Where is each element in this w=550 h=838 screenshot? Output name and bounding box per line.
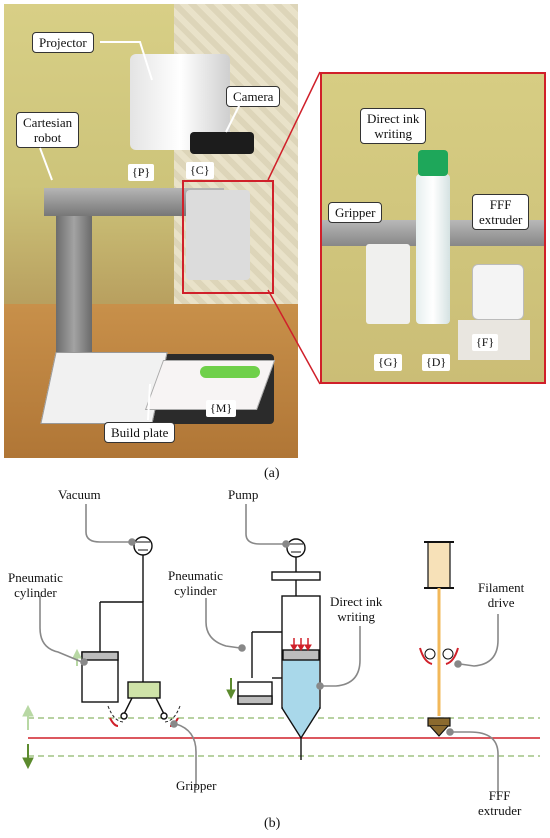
filament-spool (427, 541, 451, 589)
pump-icon (286, 538, 306, 558)
label-direct-ink-writing-inset: Direct ink writing (360, 108, 427, 144)
gripper-assembly (81, 536, 181, 727)
syringe-piston (282, 649, 320, 661)
zoom-inset: Direct ink writing Gripper FFF extruder … (320, 72, 546, 384)
gear-left-icon (424, 648, 436, 660)
main-photo: Projector Camera Cartesian robot Build p… (4, 4, 298, 458)
vacuum-icon (133, 536, 153, 556)
fff-assembly (424, 541, 454, 737)
label-gripper-inset: Gripper (328, 202, 383, 223)
gripper-block (127, 681, 161, 699)
ink-red-arrows (290, 638, 312, 651)
caption-a: (a) (264, 466, 280, 481)
leader-filament-drive (459, 614, 499, 667)
syringe-ink (283, 660, 319, 708)
leader-pneumatic-1 (39, 596, 83, 663)
frame-d: {D} (422, 354, 451, 371)
frame-c: {C} (186, 162, 214, 179)
label-pneumatic-cylinder-2: Pneumatic cylinder (168, 568, 223, 598)
build-plate (40, 352, 168, 424)
green-part (200, 366, 260, 378)
ink-assembly (237, 538, 321, 760)
inset-gripper (366, 244, 410, 324)
ink-down-arrow (226, 678, 236, 700)
label-fff-extruder-inset: FFF extruder (472, 194, 530, 230)
up-arrow-left (22, 704, 34, 730)
label-fff-extruder-b: FFF extruder (478, 788, 522, 818)
leader-gripper (175, 723, 197, 788)
label-pneumatic-cylinder-1: Pneumatic cylinder (8, 570, 63, 600)
syringe-plunger-cap (271, 571, 321, 581)
inset-syringe-cap (418, 150, 448, 176)
caption-b: (b) (264, 816, 281, 831)
down-arrow-left (22, 744, 34, 770)
frame-g: {G} (374, 354, 403, 371)
gear-right-icon (442, 648, 454, 660)
label-camera: Camera (226, 86, 281, 107)
filament-drive-gears (419, 647, 459, 665)
label-direct-ink-writing-b: Direct ink writing (330, 594, 383, 624)
leader-pump (245, 504, 284, 545)
frame-f: {F} (472, 334, 499, 351)
label-projector: Projector (32, 32, 94, 53)
label-gripper-b: Gripper (176, 778, 217, 793)
highlight-box (182, 180, 274, 294)
label-build-plate: Build plate (104, 422, 176, 443)
label-pump: Pump (228, 487, 259, 502)
panel-a: Projector Camera Cartesian robot Build p… (4, 4, 546, 481)
inset-syringe (416, 174, 450, 324)
label-cartesian-robot: Cartesian robot (16, 112, 80, 148)
panel-b-leaders (39, 504, 499, 794)
extruder-nozzle (427, 717, 451, 727)
camera-body (190, 132, 254, 154)
label-vacuum: Vacuum (58, 487, 101, 502)
tool-head (186, 190, 250, 280)
frame-m: {M} (206, 400, 237, 417)
leader-fff (452, 731, 499, 794)
leader-vacuum (85, 504, 130, 543)
leader-direct-ink (322, 626, 361, 687)
gripper-up-arrow (72, 648, 82, 666)
panel-b-diagram (22, 504, 540, 794)
frame-p: {P} (128, 164, 155, 181)
inset-fan (472, 264, 524, 320)
leader-pneumatic-2 (205, 598, 241, 649)
label-filament-drive: Filament drive (478, 580, 525, 610)
